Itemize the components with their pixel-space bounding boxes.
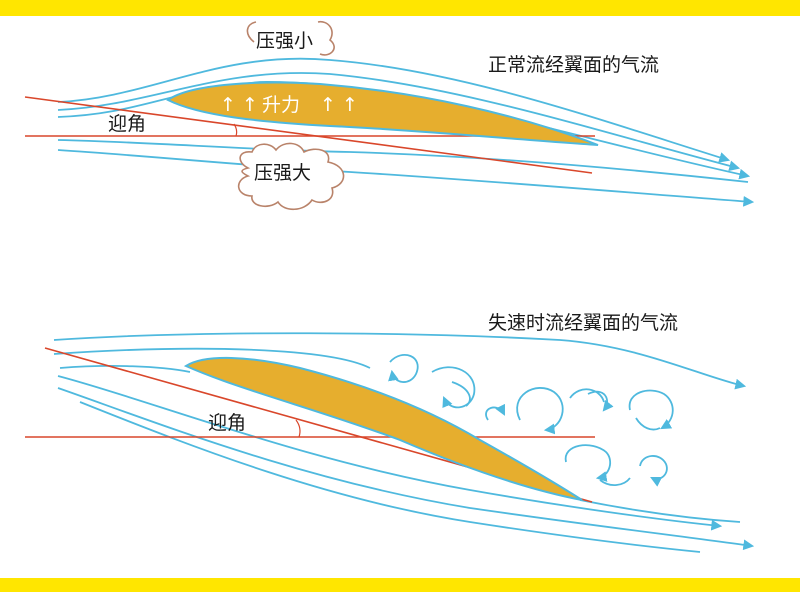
high-pressure-cloud: [237, 142, 345, 211]
bottom-title: 失速时流经翼面的气流: [488, 312, 679, 334]
bottom-border: [0, 578, 800, 592]
top-border: [0, 0, 800, 16]
lift-label: 升力: [262, 94, 301, 116]
low-pressure-label: 压强小: [256, 30, 314, 52]
lift-arrows-right: ↑ ↑: [320, 94, 358, 116]
bottom-airflow-lines: [53, 332, 755, 553]
top-angle-arc: [233, 123, 238, 137]
bottom-angle-label: 迎角: [208, 412, 247, 434]
bottom-angle-arc: [295, 419, 301, 438]
top-chord-line: [24, 96, 593, 174]
top-title: 正常流经翼面的气流: [488, 54, 660, 76]
turbulence-swirls: [388, 354, 674, 487]
high-pressure-label: 压强大: [254, 162, 312, 184]
low-pressure-cloud: [246, 20, 335, 56]
top-wing: [166, 81, 599, 146]
lift-arrows-left: ↑ ↑: [220, 94, 258, 116]
top-angle-label: 迎角: [108, 113, 147, 135]
bottom-wing: [183, 356, 583, 501]
